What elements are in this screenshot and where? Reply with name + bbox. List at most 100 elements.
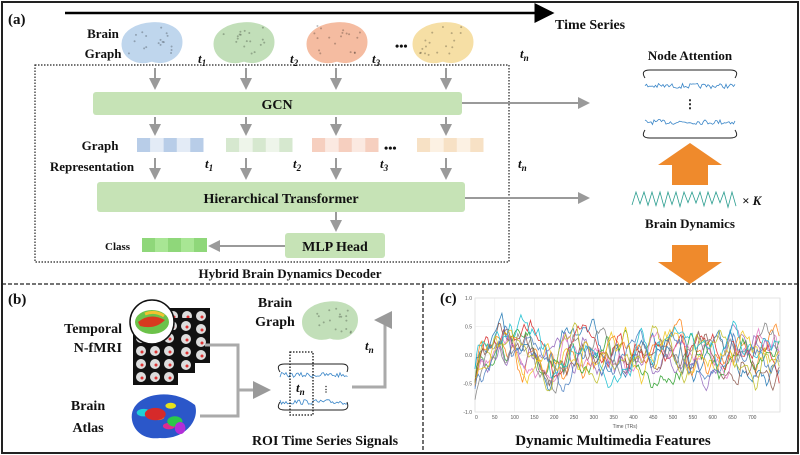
graph-rep-label-1: Graph xyxy=(82,138,120,153)
brain-node xyxy=(170,52,173,55)
y-tick-label: -1.0 xyxy=(463,410,472,416)
brain-node xyxy=(421,47,424,50)
x-tick-label: 500 xyxy=(669,415,678,421)
brain-node xyxy=(238,33,241,36)
brain-node xyxy=(349,331,352,334)
panel-label-c: (c) xyxy=(440,291,457,307)
brain-node xyxy=(358,31,361,34)
representation-cell xyxy=(137,138,151,152)
representation-cell xyxy=(265,138,280,152)
x-tick-label: 400 xyxy=(629,415,638,421)
class-label: Class xyxy=(105,241,131,253)
fmri-activation-map xyxy=(138,316,165,328)
brain-node xyxy=(328,36,331,39)
brain-node xyxy=(334,328,337,331)
series-line xyxy=(474,313,780,389)
brain-shape xyxy=(121,22,183,64)
brain-graph-t4 xyxy=(412,22,474,64)
b-brain-graph-label-2: Graph xyxy=(255,315,295,330)
brain-node xyxy=(249,40,252,43)
time-label-brain: t2 xyxy=(290,51,299,68)
gcn-module xyxy=(93,92,462,115)
brain-node xyxy=(431,31,434,34)
brain-node xyxy=(328,319,331,322)
t-base: t xyxy=(520,46,524,61)
node-attention-label: Node Attention xyxy=(648,48,733,63)
graph-rep-label-2: Representation xyxy=(50,159,135,174)
brain-node xyxy=(261,26,264,29)
brain-node xyxy=(159,43,162,46)
brain-node xyxy=(134,33,137,36)
representation-cell xyxy=(239,138,253,152)
brain-node xyxy=(239,33,242,36)
flow-arrows xyxy=(149,68,590,252)
t-sub: n xyxy=(524,53,529,63)
brain-node xyxy=(236,35,239,38)
brain-node xyxy=(253,51,256,54)
series-line xyxy=(474,324,780,392)
fmri-to-roi-arrow xyxy=(205,343,271,399)
brain-node xyxy=(143,47,146,50)
representation-cell xyxy=(226,138,240,152)
time-label-rep: t3 xyxy=(380,156,389,173)
brain-node xyxy=(356,36,359,39)
brain-node xyxy=(170,45,173,48)
t-base: t xyxy=(365,338,369,353)
time-label-brain: t3 xyxy=(372,51,381,68)
brain-node xyxy=(328,309,331,312)
brain-node xyxy=(235,40,238,43)
brain-node xyxy=(318,324,321,327)
brain-node xyxy=(353,52,356,55)
panel-label-a: (a) xyxy=(8,12,26,28)
brain-node xyxy=(345,328,348,331)
brain-node xyxy=(239,30,242,33)
x-axis-label: Time (TRs) xyxy=(613,424,638,430)
fmri-activation xyxy=(200,341,204,345)
atlas-label-1: Brain xyxy=(71,399,105,414)
brain-node xyxy=(427,53,430,56)
brain-graph-t1 xyxy=(121,22,183,64)
fmri-activation xyxy=(200,315,204,319)
brain-node xyxy=(160,26,163,29)
roi-window-box xyxy=(289,351,314,416)
brain-node xyxy=(428,41,431,44)
brain-node xyxy=(319,52,322,55)
temporal-label-2: N-fMRI xyxy=(74,341,122,356)
brain-graph-tn xyxy=(301,301,359,340)
orange-down-arrow xyxy=(658,245,722,284)
t-base: t xyxy=(518,156,522,171)
brain-node xyxy=(165,32,168,35)
t-sub: 1 xyxy=(209,163,214,173)
series-line xyxy=(474,311,780,392)
brain-node xyxy=(157,42,160,45)
brain-node xyxy=(346,309,349,312)
transformer-label: Hierarchical Transformer xyxy=(203,192,358,207)
graph-representation-blocks xyxy=(137,138,484,152)
brain-node xyxy=(424,52,427,55)
brain-node xyxy=(340,35,343,38)
brain-node xyxy=(451,46,454,49)
representation-cell xyxy=(150,138,164,152)
x-tick-label: 0 xyxy=(475,415,478,421)
fmri-activation xyxy=(185,364,189,368)
x-tick-label: 350 xyxy=(609,415,618,421)
t-sub: 1 xyxy=(202,58,207,68)
class-cell xyxy=(194,238,207,252)
brain-node xyxy=(338,313,341,316)
atlas-label-2: Atlas xyxy=(72,421,104,436)
signal-traces xyxy=(279,82,737,405)
representation-cell xyxy=(417,138,431,152)
brain-node xyxy=(448,52,451,55)
brain-node xyxy=(170,49,173,52)
fmri-activation xyxy=(200,328,204,332)
fmri-activation xyxy=(140,376,144,380)
x-tick-label: 450 xyxy=(649,415,658,421)
brain-node xyxy=(316,37,319,40)
time-label-b-graph: tn xyxy=(365,338,374,355)
brain-node xyxy=(236,37,239,40)
brain-node xyxy=(453,39,456,42)
brain-node xyxy=(450,32,453,35)
brain-dynamics-signal xyxy=(631,190,737,209)
